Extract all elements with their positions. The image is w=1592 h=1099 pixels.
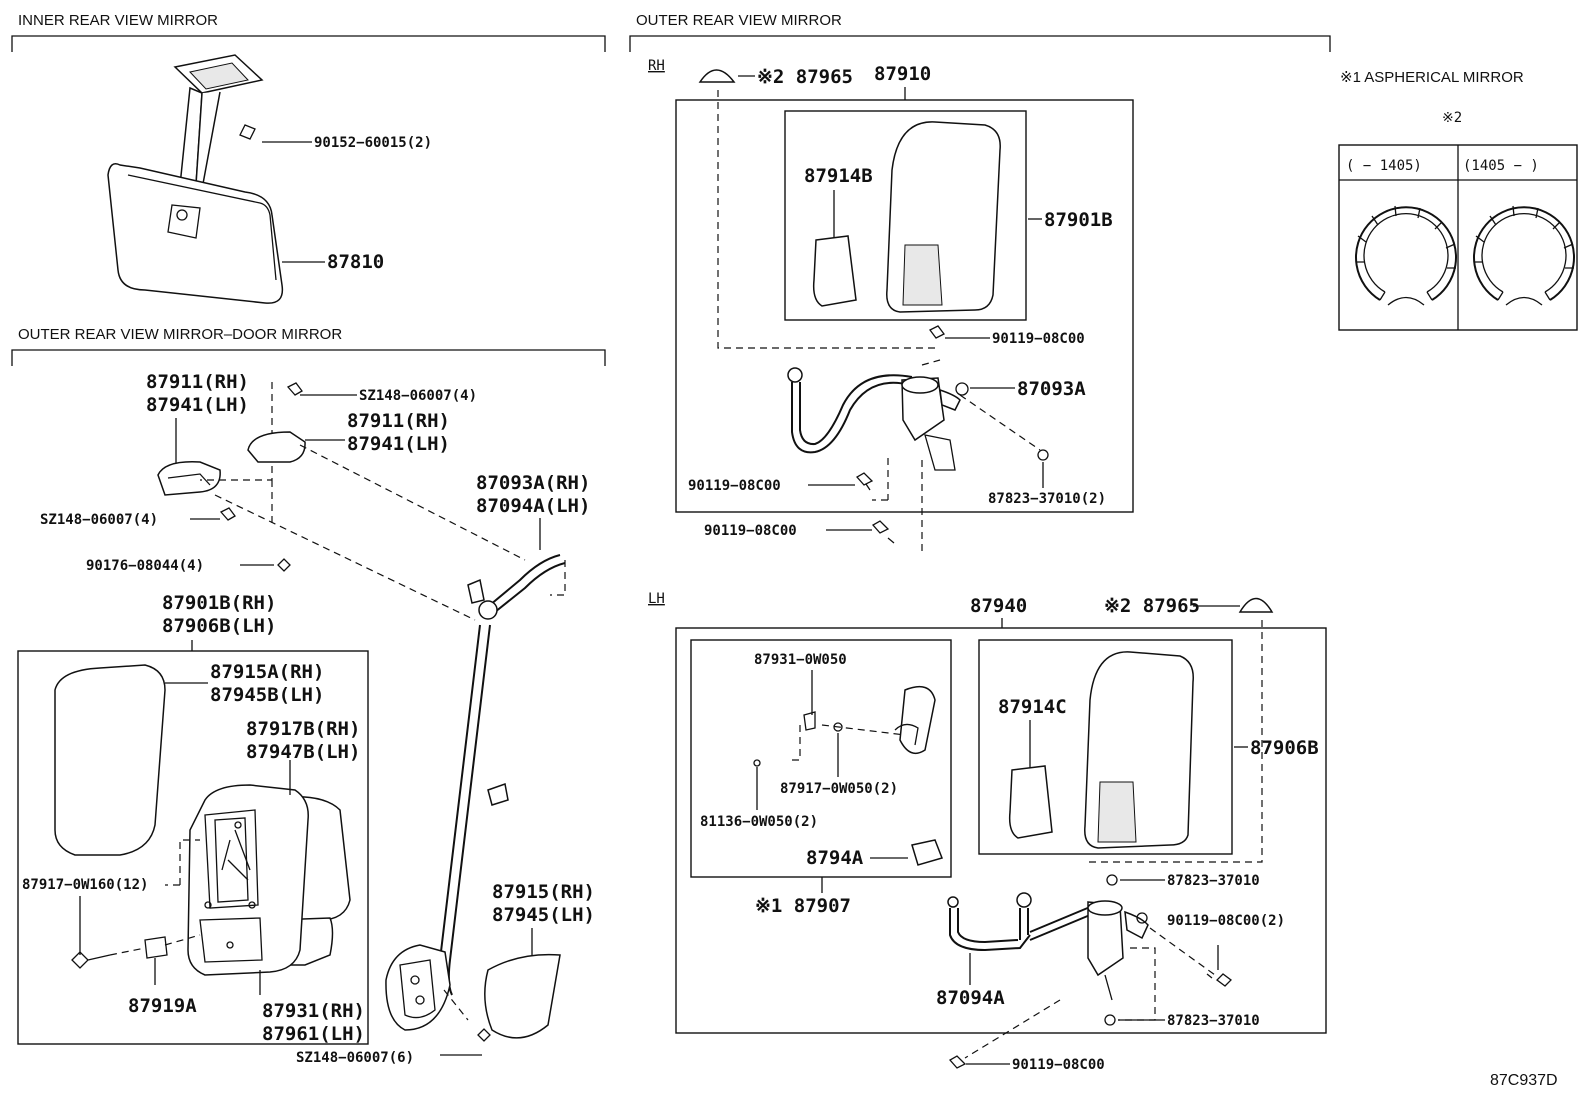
door-cover-b-part xyxy=(484,953,561,1039)
lh-sub-assy-label: ※1 87907 xyxy=(755,895,851,917)
lh-sub-box xyxy=(690,639,952,878)
door-screw4-label: SZ148−06007(6) xyxy=(296,1050,414,1066)
rh-cap-label: ※2 87965 xyxy=(757,66,853,88)
rh-washer-label: 87823−37010(2) xyxy=(988,491,1106,507)
door-cover-l-part xyxy=(157,461,221,496)
lh-stay-label: 87094A xyxy=(936,987,1005,1009)
lh-bolt1-label: 90119−08C00(2) xyxy=(1167,913,1285,929)
rh-mirror-label: 87901B xyxy=(1044,209,1113,231)
door-mirror2: 87906B(LH) xyxy=(162,615,276,637)
outer-bracket xyxy=(629,35,1331,52)
rh-bolt2-label: 90119−08C00 xyxy=(688,478,781,494)
lh-clip-part xyxy=(911,839,943,866)
lh-washer2-icon xyxy=(1104,1014,1116,1026)
lh-bolt2-label: 90119−08C00 xyxy=(1012,1057,1105,1073)
door-housing1: 87917B(RH) xyxy=(246,718,360,740)
door-screw3-label: 87917−0W160(12) xyxy=(22,877,148,893)
lh-cover-label: 87914C xyxy=(998,696,1067,718)
door-cover-l1: 87911(RH) xyxy=(146,371,249,393)
door-cover-r1: 87911(RH) xyxy=(347,410,450,432)
door-cover-r2: 87941(LH) xyxy=(347,433,450,455)
lh-assy-label: 87940 xyxy=(970,595,1027,617)
door-cover-r-part xyxy=(247,431,306,463)
rh-cover-label: 87914B xyxy=(804,165,873,187)
inner-section-title: INNER REAR VIEW MIRROR xyxy=(18,12,218,29)
lh-washer2-label: 87823−37010 xyxy=(1167,1013,1260,1029)
lh-mirror-label: 87906B xyxy=(1250,737,1319,759)
door-clip-part xyxy=(144,936,168,959)
door-mirror-box xyxy=(17,650,369,1045)
lh-assy-box xyxy=(675,627,1327,1034)
lh-label: LH xyxy=(648,591,665,607)
door-housing2: 87947B(LH) xyxy=(246,741,360,763)
door-screw1-label: SZ148−06007(4) xyxy=(359,388,477,404)
inner-bracket xyxy=(11,35,606,52)
aspherical-col2: (1405 − ) xyxy=(1463,158,1539,174)
drawing-id: 87C937D xyxy=(1490,1072,1558,1089)
lh-bolt-small-label: 81136−0W050(2) xyxy=(700,814,818,830)
door-cover-b2: 87945(LH) xyxy=(492,904,595,926)
door-base1: 87931(RH) xyxy=(262,1000,365,1022)
lh-mini-mirror xyxy=(899,685,936,755)
lh-clip-label: 8794A xyxy=(806,847,864,869)
door-base2: 87961(LH) xyxy=(262,1023,365,1045)
rh-label: RH xyxy=(648,58,665,74)
door-stay1: 87093A(RH) xyxy=(476,472,590,494)
lh-cover-part xyxy=(1008,765,1053,839)
rh-washer-icon xyxy=(1037,449,1049,461)
door-screw2-label: SZ148−06007(4) xyxy=(40,512,158,528)
rh-bolt1-label: 90119−08C00 xyxy=(992,331,1085,347)
lh-stay-drawing xyxy=(947,892,1149,1001)
lh-cap-icon xyxy=(1238,597,1274,613)
door-glass-part xyxy=(54,664,166,856)
inner-mirror-drawing xyxy=(107,54,284,304)
lh-mirror-box xyxy=(978,639,1233,855)
rh-cover-part xyxy=(812,235,857,307)
outer-section-title: OUTER REAR VIEW MIRROR xyxy=(636,12,842,29)
inner-mirror-label: 87810 xyxy=(327,251,384,273)
door-housing-drawing xyxy=(187,784,351,976)
door-mirror1: 87901B(RH) xyxy=(162,592,276,614)
rh-stay-drawing xyxy=(787,367,969,471)
door-bracket xyxy=(11,349,606,366)
rh-bolt3-label: 90119−08C00 xyxy=(704,523,797,539)
rh-cap-icon xyxy=(698,69,736,83)
door-cover-l2: 87941(LH) xyxy=(146,394,249,416)
aspherical-col1: ( − 1405) xyxy=(1346,158,1422,174)
door-nut-label: 90176−08044(4) xyxy=(86,558,204,574)
aspherical-mark: ※2 xyxy=(1442,110,1462,126)
door-cover-b1: 87915(RH) xyxy=(492,881,595,903)
lh-screw-label: 87917−0W050(2) xyxy=(780,781,898,797)
lh-bracket-label: 87931−0W050 xyxy=(754,652,847,668)
aspherical-mirror-early xyxy=(1355,205,1457,306)
door-stay2: 87094A(LH) xyxy=(476,495,590,517)
rh-assy-label: 87910 xyxy=(874,63,931,85)
door-glass2: 87945B(LH) xyxy=(210,684,324,706)
rh-assy-box xyxy=(675,99,1134,513)
lh-washer1-label: 87823−37010 xyxy=(1167,873,1260,889)
lh-washer1-icon xyxy=(1106,874,1118,886)
door-clip-label: 87919A xyxy=(128,995,197,1017)
rh-stay-label: 87093A xyxy=(1017,378,1086,400)
aspherical-mirror-late xyxy=(1473,205,1575,306)
rh-mirror-box xyxy=(784,110,1027,321)
inner-bolt-label: 90152−60015(2) xyxy=(314,135,432,151)
lh-cap-label: ※2 87965 xyxy=(1104,595,1200,617)
door-stay-drawing xyxy=(385,554,566,1031)
door-section-title: OUTER REAR VIEW MIRROR–DOOR MIRROR xyxy=(18,326,342,343)
aspherical-title: ※1 ASPHERICAL MIRROR xyxy=(1340,69,1524,86)
door-glass1: 87915A(RH) xyxy=(210,661,324,683)
